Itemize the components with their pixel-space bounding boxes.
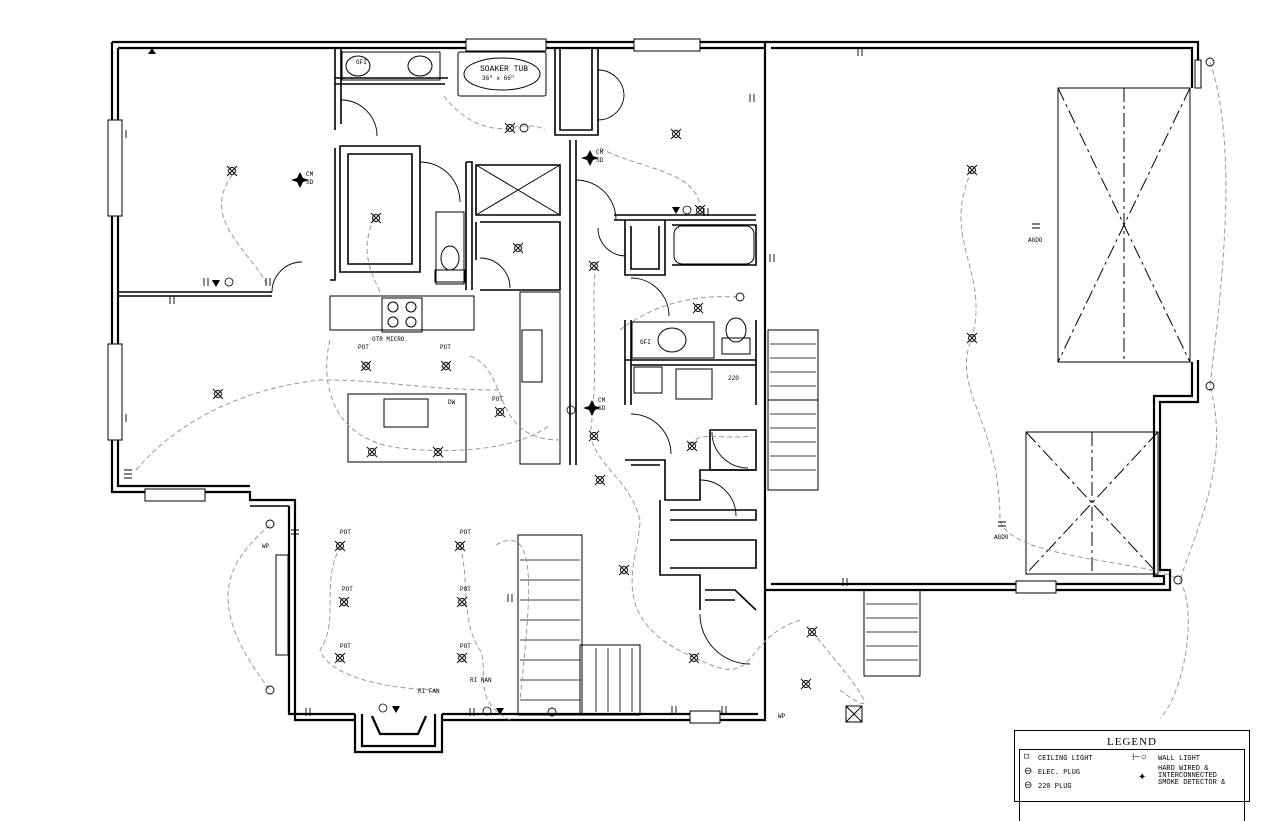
cm-label: CM — [598, 397, 606, 404]
pot-label: POT — [340, 643, 351, 650]
pot-label: POT — [460, 643, 471, 650]
legend-smoke-line-3: SMOKE DETECTOR & — [1158, 779, 1226, 787]
pot-label: POT — [358, 344, 369, 351]
pot-label: POT — [340, 529, 351, 536]
stair-treads — [520, 343, 918, 712]
sd-label: SD — [306, 179, 314, 186]
pot-label: POT — [460, 529, 471, 536]
legend-wall-light: WALL LIGHT — [1158, 755, 1201, 763]
wall-light-icon: ⊢○ — [1132, 753, 1147, 764]
agdo-label: AGDO — [994, 534, 1009, 541]
legend: LEGEND ⌑ CEILING LIGHT ⊖ ELEC. PLUG ⊖ 22… — [1014, 730, 1250, 821]
smoke-detector-icon: ✦ — [1138, 773, 1147, 784]
sd-label: SD — [598, 405, 606, 412]
heat-markers — [148, 48, 680, 715]
pot-label: POT — [492, 396, 503, 403]
gfi-label: GFI — [640, 339, 651, 346]
smoke-detectors — [291, 150, 601, 416]
wp-label: WP — [262, 543, 270, 550]
ceiling-lights — [212, 122, 978, 690]
sd-label: SD — [596, 157, 604, 164]
ceiling-light-icon: ⌑ — [1024, 753, 1030, 764]
wiring — [135, 61, 1227, 721]
legend-ceiling-light: CEILING LIGHT — [1038, 755, 1093, 763]
cm-label: CM — [596, 149, 604, 156]
ri-ran-label: RI RAN — [470, 677, 492, 684]
legend-smoke-line-1: HARD WIRED & — [1158, 765, 1209, 773]
door-swings — [271, 69, 751, 665]
gfi-label: GFI — [356, 59, 367, 66]
legend-220-plug: 220 PLUG — [1038, 783, 1072, 791]
agdo-label: AGDO — [1028, 237, 1043, 244]
garage-door-diagonals — [1025, 87, 1191, 575]
plugs — [121, 48, 1040, 716]
otr-micro-label: OTR MICRO — [372, 336, 405, 343]
floor-plan — [107, 38, 1227, 754]
plug-icon: ⊖ — [1024, 767, 1033, 778]
wp-label: WP — [778, 713, 786, 720]
legend-elec-plug: ELEC. PLUG — [1038, 769, 1081, 777]
wall-lights — [265, 57, 1215, 717]
tub-size-label: 36" x 66" — [482, 75, 515, 82]
legend-title: LEGEND — [1107, 736, 1157, 748]
ri-fan-label: RI FAN — [418, 688, 440, 695]
interior-walls — [118, 48, 757, 611]
pot-label: POT — [342, 586, 353, 593]
windows — [107, 38, 1202, 724]
cm-label: CM — [306, 171, 314, 178]
fixtures — [329, 51, 921, 723]
tub-label: SOAKER TUB — [480, 65, 529, 74]
220-plug-icon: ⊖ — [1024, 781, 1033, 792]
legend-body: ⌑ CEILING LIGHT ⊖ ELEC. PLUG ⊖ 220 PLUG … — [1019, 749, 1245, 821]
exterior-walls — [110, 40, 1200, 754]
garage-doors — [1025, 87, 1191, 575]
legend-smoke-line-2: INTERCONNECTED — [1158, 772, 1217, 780]
pot-label: POT — [460, 586, 471, 593]
pot-label: POT — [440, 344, 451, 351]
220-label: 220 — [728, 375, 739, 382]
thermostats — [224, 205, 692, 716]
dw-label: DW — [448, 399, 456, 406]
